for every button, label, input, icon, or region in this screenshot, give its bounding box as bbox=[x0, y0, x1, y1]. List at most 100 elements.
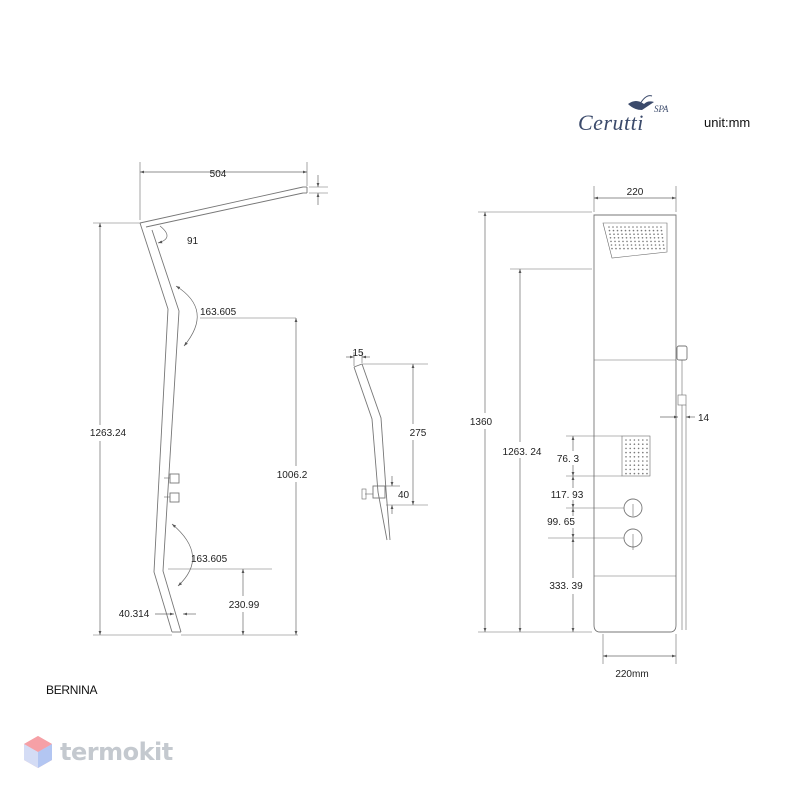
nozzle-dot bbox=[653, 233, 655, 235]
nozzle-dot bbox=[642, 468, 644, 471]
dim-top-angle: 91 bbox=[157, 225, 199, 247]
nozzle-dot bbox=[649, 233, 651, 235]
nozzle-dot bbox=[646, 240, 648, 243]
nozzle-dot bbox=[653, 237, 656, 239]
brand-logo-suffix: SPA bbox=[654, 104, 669, 114]
nozzle-dot bbox=[629, 439, 631, 441]
nozzle-dot bbox=[628, 226, 630, 228]
rain-head-nozzles bbox=[608, 226, 665, 250]
nozzle-dot bbox=[629, 237, 632, 239]
nozzle-dot bbox=[622, 240, 624, 243]
nozzle-dot bbox=[631, 247, 633, 250]
dim-handset-holder: 40 bbox=[385, 476, 410, 514]
nozzle-dot bbox=[652, 226, 654, 228]
dim-label-99-65: 99. 65 bbox=[547, 517, 575, 528]
nozzle-dot bbox=[661, 237, 664, 239]
dim-head-thickness bbox=[309, 175, 328, 205]
nozzle-dot bbox=[621, 237, 624, 239]
nozzle-dot bbox=[637, 443, 640, 446]
nozzle-dot bbox=[620, 229, 623, 232]
nozzle-dot bbox=[633, 451, 636, 454]
dim-knob-1: 117. 93 bbox=[551, 476, 624, 509]
nozzle-dot bbox=[614, 244, 617, 246]
nozzle-dot bbox=[648, 226, 650, 228]
nozzle-dot bbox=[610, 240, 612, 243]
brand-logo-text: Cerutti bbox=[578, 110, 644, 135]
nozzle-dot bbox=[619, 247, 621, 250]
nozzle-dot bbox=[630, 240, 632, 243]
nozzle-dot bbox=[660, 226, 662, 228]
dim-label-1360: 1360 bbox=[470, 417, 493, 428]
unit-label: unit:mm bbox=[704, 115, 751, 130]
nozzle-dot bbox=[626, 240, 628, 243]
nozzle-dot bbox=[616, 226, 618, 228]
nozzle-dot bbox=[639, 247, 641, 250]
nozzle-dot bbox=[615, 247, 617, 250]
nozzle-dot bbox=[633, 468, 636, 471]
nozzle-dot bbox=[650, 244, 653, 246]
nozzle-dot bbox=[649, 237, 652, 239]
nozzle-dot bbox=[646, 447, 648, 450]
nozzle-dot bbox=[609, 233, 611, 235]
nozzle-dot bbox=[640, 226, 642, 228]
nozzle-dot bbox=[629, 460, 631, 462]
nozzle-dot bbox=[617, 237, 620, 239]
dim-label-15: 15 bbox=[352, 348, 364, 359]
nozzle-dot bbox=[656, 229, 659, 232]
nozzle-dot bbox=[662, 240, 664, 243]
nozzle-dot bbox=[610, 244, 613, 246]
nozzle-dot bbox=[633, 439, 636, 441]
nozzle-dot bbox=[625, 237, 628, 239]
nozzle-dot bbox=[642, 443, 644, 446]
side-view-body-outline bbox=[139, 186, 308, 633]
nozzle-dot bbox=[633, 237, 636, 239]
nozzle-dot bbox=[641, 237, 644, 239]
nozzle-dot bbox=[640, 229, 643, 232]
dim-hose-offset: 14 bbox=[660, 413, 710, 424]
hand-shower bbox=[676, 345, 688, 630]
dim-jets-height: 76. 3 bbox=[557, 435, 622, 477]
nozzle-dot bbox=[635, 247, 637, 250]
nozzle-dot bbox=[642, 240, 644, 243]
nozzle-dot bbox=[626, 244, 629, 246]
nozzle-dot bbox=[646, 451, 648, 454]
handset-outline bbox=[353, 363, 391, 541]
nozzle-dot bbox=[646, 464, 648, 467]
nozzle-dot bbox=[625, 456, 627, 458]
nozzle-dot bbox=[663, 247, 665, 250]
dim-handset-head: 15 bbox=[346, 348, 370, 366]
nozzle-dot bbox=[629, 451, 631, 454]
dim-label-front-1263-24: 1263. 24 bbox=[503, 447, 542, 458]
nozzle-dot bbox=[645, 233, 647, 235]
nozzle-dot bbox=[629, 447, 631, 450]
nozzle-dot bbox=[624, 226, 626, 228]
nozzle-dot bbox=[651, 247, 653, 250]
nozzle-dot bbox=[618, 240, 620, 243]
dim-upper-bend: 163.605 bbox=[175, 285, 296, 347]
nozzle-dot bbox=[634, 244, 637, 246]
nozzle-dot bbox=[633, 464, 636, 467]
nozzle-dot bbox=[608, 229, 611, 232]
nozzle-dot bbox=[628, 229, 631, 232]
nozzle-dot bbox=[656, 226, 658, 228]
nozzle-dot bbox=[633, 443, 636, 446]
nozzle-dot bbox=[646, 460, 648, 462]
dim-label-upper-bend: 163.605 bbox=[200, 307, 237, 318]
side-view: 504 91 163.605 1263.24 bbox=[90, 162, 328, 636]
dim-front-top-width: 220 bbox=[593, 186, 677, 212]
nozzle-dot bbox=[642, 244, 645, 246]
nozzle-dot bbox=[642, 464, 644, 467]
nozzle-dot bbox=[625, 460, 627, 462]
nozzle-dot bbox=[644, 226, 646, 228]
nozzle-dot bbox=[617, 233, 619, 235]
nozzle-dot bbox=[608, 226, 610, 228]
nozzle-dot bbox=[648, 229, 651, 232]
nozzle-dot bbox=[641, 233, 643, 235]
nozzle-dot bbox=[630, 244, 633, 246]
dim-label-333-39: 333. 39 bbox=[549, 581, 583, 592]
body-jet-nozzles bbox=[625, 439, 648, 475]
nozzle-dot bbox=[616, 229, 619, 232]
dim-lower-segment: 230.99 bbox=[229, 569, 260, 635]
dim-label-40-314: 40.314 bbox=[119, 609, 150, 620]
